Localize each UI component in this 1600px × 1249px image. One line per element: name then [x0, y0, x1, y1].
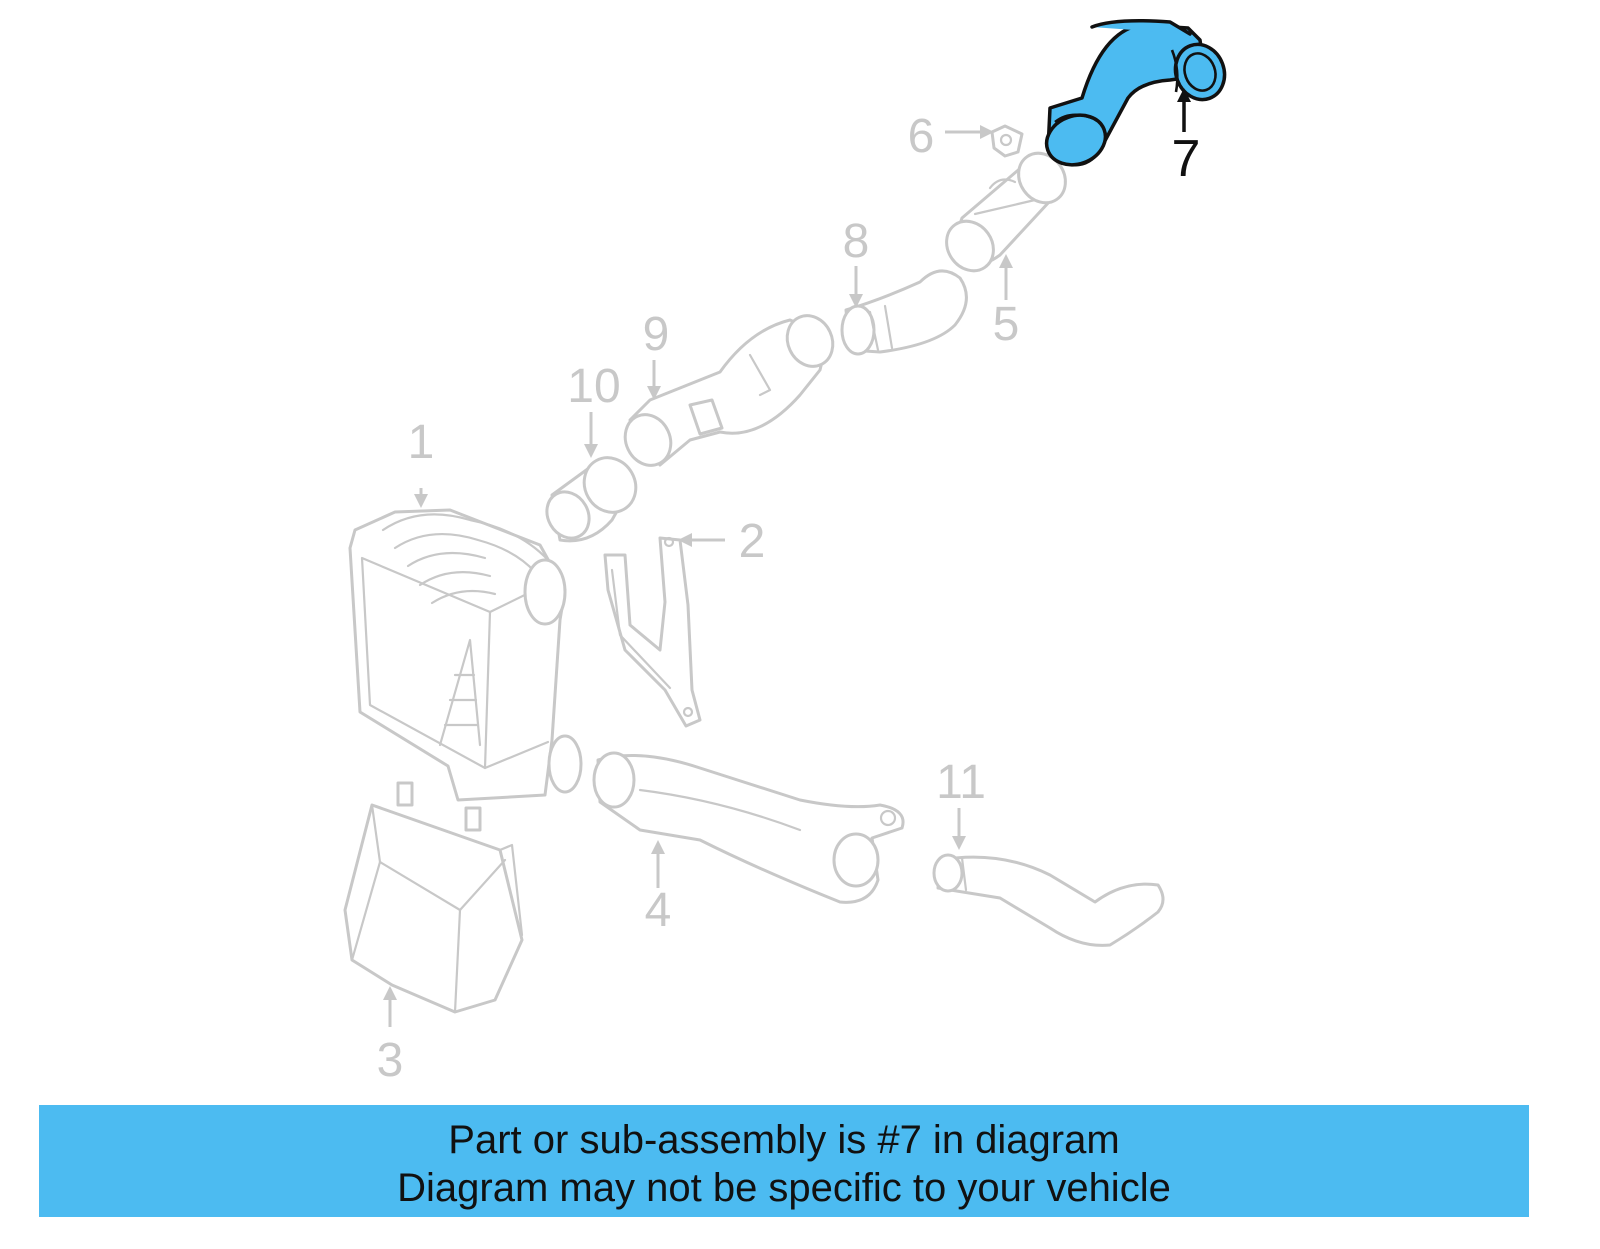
callout-7: 7 — [1172, 130, 1201, 188]
callout-9: 9 — [643, 308, 670, 361]
part-8-hose[interactable] — [840, 269, 968, 356]
banner-disclaimer-text: Diagram may not be specific to your vehi… — [397, 1166, 1171, 1210]
callout-arrows — [383, 88, 1191, 1027]
callout-10: 10 — [567, 360, 620, 413]
callout-labels: 1 2 3 4 5 6 7 8 9 10 11 — [377, 110, 1201, 1087]
part-6-clamp[interactable] — [990, 124, 1024, 158]
callout-1: 1 — [408, 416, 435, 469]
info-banner: Part or sub-assembly is #7 in diagram Di… — [39, 1105, 1529, 1217]
part-4-pipe[interactable] — [592, 751, 905, 904]
part-3-air-duct[interactable] — [343, 781, 524, 1014]
part-2-bracket[interactable] — [603, 536, 702, 728]
callout-11: 11 — [936, 756, 986, 809]
callout-4: 4 — [645, 884, 672, 937]
callout-6: 6 — [908, 110, 935, 163]
callout-8: 8 — [843, 215, 870, 268]
banner-part-text: Part or sub-assembly is #7 in diagram — [448, 1118, 1120, 1162]
part-11-hose[interactable] — [932, 853, 1165, 947]
part-7-hose[interactable] — [1040, 19, 1233, 173]
callout-3: 3 — [377, 1034, 404, 1087]
part-9-pipe[interactable] — [617, 308, 841, 473]
callout-5: 5 — [993, 298, 1020, 351]
callout-2: 2 — [739, 515, 766, 568]
part-10-coupling[interactable] — [539, 448, 646, 546]
part-1-intercooler[interactable] — [348, 508, 583, 802]
part-5-air-pipe[interactable] — [937, 144, 1075, 280]
